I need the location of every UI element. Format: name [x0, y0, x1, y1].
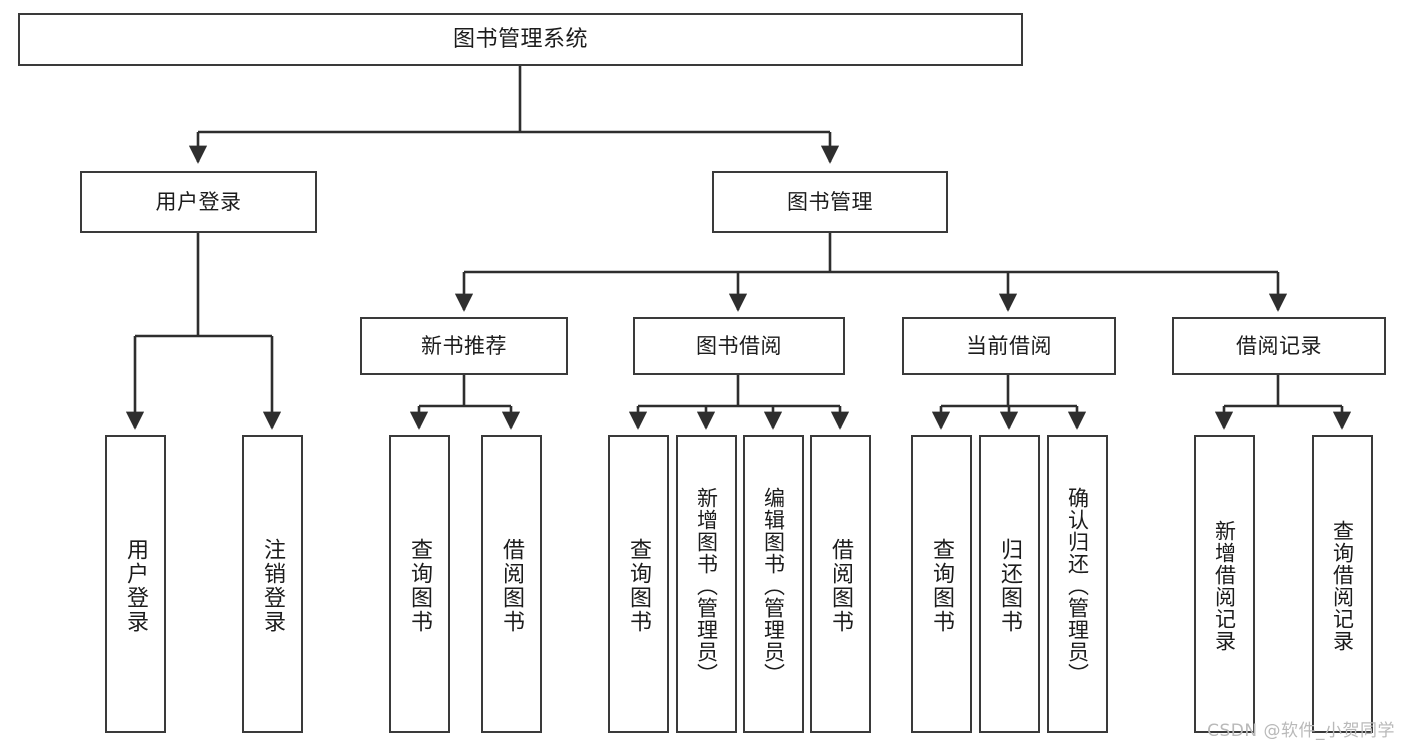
leaf-user-login[interactable]: 用户登录 [105, 435, 166, 733]
watermark-text: CSDN @软件_小贺同学 [1207, 721, 1395, 741]
node-label: 查询借阅记录 [1330, 520, 1355, 652]
node-label: 查询图书 [407, 538, 433, 634]
node-label: 确认归还（管理员） [1065, 487, 1090, 685]
leaf-query-book-1[interactable]: 查询图书 [389, 435, 450, 733]
node-borrow-record[interactable]: 借阅记录 [1172, 317, 1386, 375]
node-label: 当前借阅 [966, 333, 1052, 358]
node-label: 借阅记录 [1236, 333, 1322, 358]
leaf-return-book[interactable]: 归还图书 [979, 435, 1040, 733]
node-label: 查询图书 [626, 538, 652, 634]
node-label: 编辑图书（管理员） [761, 487, 786, 685]
leaf-add-record[interactable]: 新增借阅记录 [1194, 435, 1255, 733]
node-label: 用户登录 [155, 189, 242, 214]
node-current-borrow[interactable]: 当前借阅 [902, 317, 1116, 375]
node-label: 用户登录 [123, 538, 149, 634]
node-label: 注销登录 [260, 538, 286, 634]
node-label: 借阅图书 [499, 538, 525, 634]
node-label: 图书借阅 [696, 333, 782, 358]
leaf-borrow-book-1[interactable]: 借阅图书 [481, 435, 542, 733]
node-book-borrow[interactable]: 图书借阅 [633, 317, 845, 375]
leaf-confirm-return[interactable]: 确认归还（管理员） [1047, 435, 1108, 733]
leaf-edit-book[interactable]: 编辑图书（管理员） [743, 435, 804, 733]
node-label: 图书管理系统 [452, 26, 588, 52]
node-book-management-system[interactable]: 图书管理系统 [18, 13, 1023, 66]
node-label: 归还图书 [997, 538, 1023, 634]
leaf-borrow-book-2[interactable]: 借阅图书 [810, 435, 871, 733]
node-label: 新增图书（管理员） [694, 487, 719, 685]
node-label: 查询图书 [929, 538, 955, 634]
leaf-add-book[interactable]: 新增图书（管理员） [676, 435, 737, 733]
leaf-query-book-3[interactable]: 查询图书 [911, 435, 972, 733]
leaf-query-record[interactable]: 查询借阅记录 [1312, 435, 1373, 733]
node-label: 图书管理 [787, 189, 873, 214]
node-book-management[interactable]: 图书管理 [712, 171, 948, 233]
node-label: 借阅图书 [828, 538, 854, 634]
node-new-book-recommend[interactable]: 新书推荐 [360, 317, 568, 375]
leaf-logout[interactable]: 注销登录 [242, 435, 303, 733]
node-label: 新书推荐 [421, 333, 507, 358]
node-label: 新增借阅记录 [1212, 520, 1237, 652]
node-user-login[interactable]: 用户登录 [80, 171, 317, 233]
leaf-query-book-2[interactable]: 查询图书 [608, 435, 669, 733]
